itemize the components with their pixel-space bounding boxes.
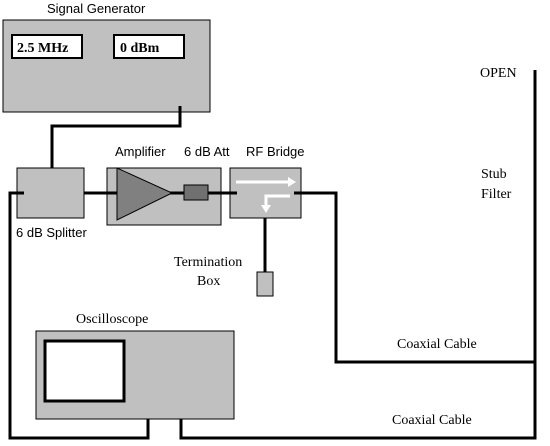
power-display (113, 34, 185, 59)
stub-label-line2: Filter (481, 187, 512, 202)
signal-generator-box (2, 19, 211, 113)
rf-bridge-label: RF Bridge (246, 144, 305, 159)
oscilloscope-screen (43, 339, 126, 403)
wire-oscilloscope-coax-lower (179, 362, 537, 440)
termination-box (256, 271, 274, 297)
attenuator-label: 6 dB Att (184, 144, 230, 159)
termination-label-line1: Termination (174, 255, 242, 270)
amplifier-label: Amplifier (115, 144, 166, 159)
open-end-label: OPEN (480, 66, 517, 81)
power-display-value: 0 dBm (120, 41, 160, 56)
frequency-display-value: 2.5 MHz (17, 41, 68, 56)
coax-cable-upper-label: Coaxial Cable (397, 337, 477, 352)
signal-generator-title: Signal Generator (47, 1, 146, 16)
wiring (8, 70, 537, 440)
termination-label-line2: Box (197, 274, 220, 289)
rf-bridge-arrow-icon (236, 177, 296, 213)
stub-label-line1: Stub (481, 167, 507, 182)
splitter-label: 6 dB Splitter (16, 225, 87, 240)
oscilloscope-label: Oscilloscope (76, 312, 148, 327)
coax-cable-lower-label: Coaxial Cable (392, 413, 472, 428)
wire-generator-splitter (50, 106, 182, 170)
wire-splitter-oscilloscope (8, 191, 150, 440)
frequency-display (11, 34, 83, 59)
attenuator-block (183, 184, 209, 201)
splitter-box (16, 167, 85, 219)
wire-bridge-coax-upper (301, 191, 535, 364)
